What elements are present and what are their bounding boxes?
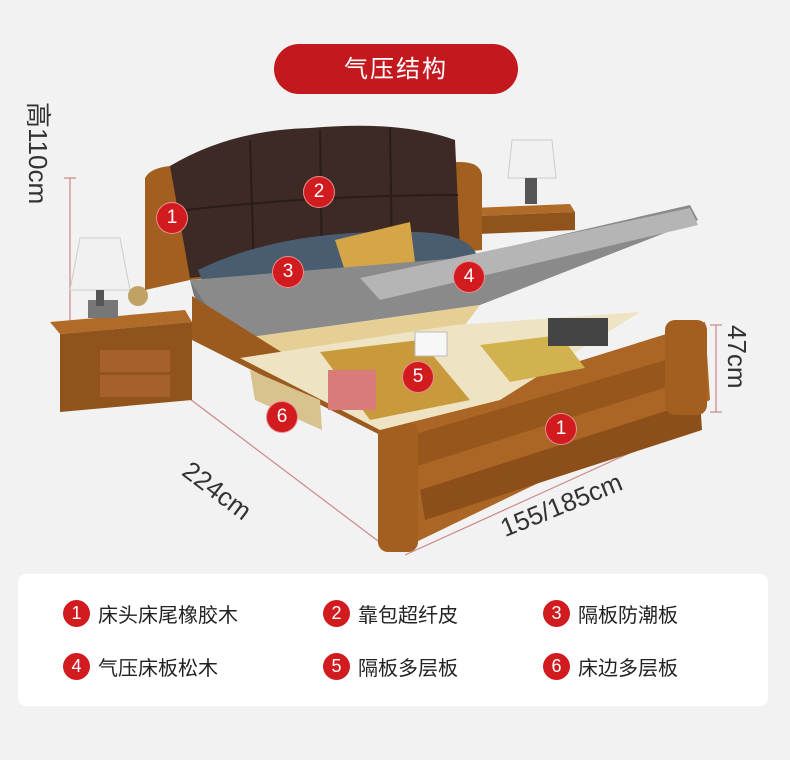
- legend-number: 3: [543, 600, 570, 627]
- legend-text: 床边多层板: [578, 656, 678, 680]
- legend-number: 2: [323, 600, 350, 627]
- storage-compartments: [240, 312, 640, 430]
- bed-illustration: [0, 100, 790, 570]
- legend-item: 5 隔板多层板: [323, 652, 458, 681]
- marker-leather: 2: [303, 176, 335, 208]
- legend-text: 床头床尾橡胶木: [98, 603, 238, 627]
- legend-text: 隔板防潮板: [578, 603, 678, 627]
- right-nightstand: [472, 139, 575, 234]
- left-nightstand: [50, 237, 192, 412]
- legend-number: 5: [323, 653, 350, 680]
- bed-drawing: [50, 125, 722, 556]
- marker-footboard-wood: 1: [545, 413, 577, 445]
- page-title: 气压结构: [274, 44, 518, 94]
- height-dimension: 高110cm: [23, 102, 53, 205]
- marker-multilayer-partition: 5: [402, 361, 434, 393]
- legend-number: 6: [543, 653, 570, 680]
- storage-height-dimension: 47cm: [722, 325, 752, 389]
- legend-item: 4 气压床板松木: [63, 652, 218, 681]
- legend-item: 3 隔板防潮板: [543, 599, 678, 628]
- marker-gas-lift-board: 4: [453, 261, 485, 293]
- marker-partition-board: 3: [272, 256, 304, 288]
- legend-item: 6 床边多层板: [543, 652, 678, 681]
- marker-side-rail: 6: [266, 401, 298, 433]
- mattress: [190, 205, 698, 360]
- legend-item: 2 靠包超纤皮: [323, 599, 458, 628]
- legend-text: 隔板多层板: [358, 656, 458, 680]
- legend-item: 1 床头床尾橡胶木: [63, 599, 238, 628]
- legend-text: 气压床板松木: [98, 656, 218, 680]
- marker-headboard-wood: 1: [156, 202, 188, 234]
- legend-panel: 1 床头床尾橡胶木 2 靠包超纤皮 3 隔板防潮板 4 气压床板松木 5 隔板多…: [18, 574, 768, 706]
- legend-text: 靠包超纤皮: [358, 603, 458, 627]
- legend-number: 4: [63, 653, 90, 680]
- legend-number: 1: [63, 600, 90, 627]
